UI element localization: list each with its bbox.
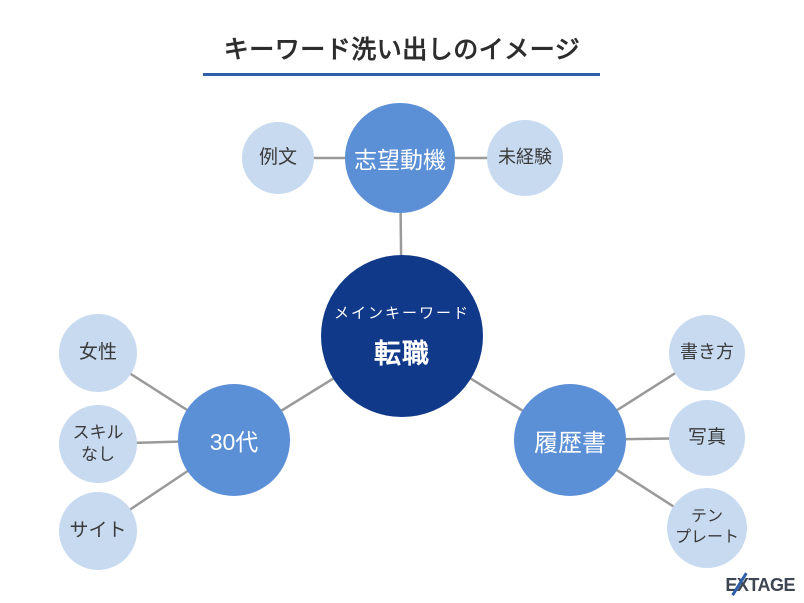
extage-logo: EXTAGE bbox=[725, 572, 795, 596]
leaf-node-how-to-write: 書き方 bbox=[669, 315, 745, 391]
page-title: キーワード洗い出しのイメージ bbox=[223, 36, 581, 64]
branch-node-thirties: 30代 bbox=[178, 384, 290, 496]
branch-node-label: 履歴書 bbox=[534, 429, 606, 457]
leaf-node-no-skill: スキル なし bbox=[59, 405, 137, 483]
leaf-node-label: 女性 bbox=[78, 341, 117, 363]
leaf-node-photo: 写真 bbox=[669, 400, 745, 476]
leaf-node-label: 写真 bbox=[687, 426, 726, 448]
leaf-node-label: スキル なし bbox=[72, 422, 124, 464]
leaf-node-example-sentence: 例文 bbox=[242, 122, 314, 194]
leaf-node-label: 書き方 bbox=[680, 342, 734, 363]
leaf-node-no-experience: 未経験 bbox=[487, 120, 563, 196]
leaf-node-site: サイト bbox=[59, 492, 137, 570]
title-underline bbox=[203, 73, 600, 76]
leaf-node-label: テン プレート bbox=[674, 508, 739, 546]
leaf-node-template: テン プレート bbox=[667, 488, 747, 568]
leaf-node-label: 未経験 bbox=[498, 147, 552, 168]
branch-node-resume: 履歴書 bbox=[514, 384, 626, 496]
branch-node-label: 志望動機 bbox=[354, 147, 446, 173]
center-node-keyword: 転職 bbox=[374, 338, 430, 369]
leaf-node-label: 例文 bbox=[258, 146, 297, 168]
branch-node-label: 30代 bbox=[209, 429, 259, 455]
branch-node-motivation: 志望動機 bbox=[345, 103, 455, 213]
center-node-tenshoku: メインキーワード 転職 bbox=[321, 255, 483, 417]
center-node-tag: メインキーワード bbox=[333, 304, 470, 322]
leaf-node-female: 女性 bbox=[59, 314, 137, 392]
leaf-node-label: サイト bbox=[69, 519, 127, 541]
